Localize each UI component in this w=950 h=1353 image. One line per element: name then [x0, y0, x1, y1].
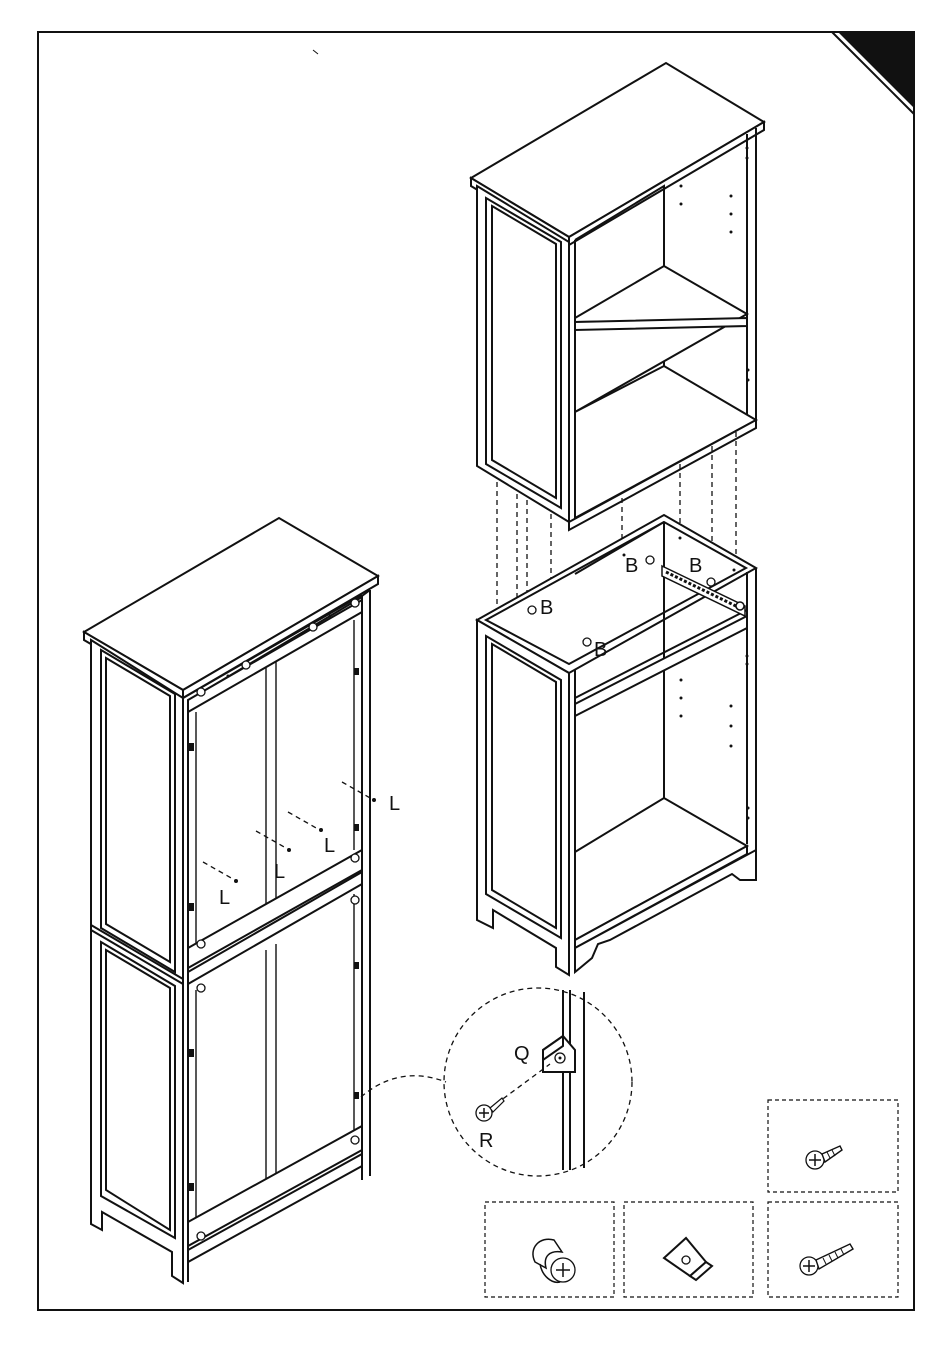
shelf-bracket-icon	[664, 1238, 712, 1280]
hardware-box-screw	[768, 1100, 898, 1192]
stray-mark	[313, 50, 318, 54]
hardware-box-bracket	[624, 1202, 753, 1297]
lower-module: B B B B	[477, 515, 756, 975]
label-q: Q	[514, 1043, 530, 1065]
label-l-2: L	[324, 835, 335, 857]
corner-tab	[832, 32, 914, 114]
label-l-1: L	[389, 793, 400, 815]
screw-icon	[806, 1146, 842, 1169]
label-b-1: B	[540, 597, 553, 619]
label-b-4: B	[689, 555, 702, 577]
long-screw-icon	[800, 1244, 853, 1275]
screw-r-icon	[476, 1098, 504, 1121]
label-l-4: L	[219, 887, 230, 909]
label-l-3: L	[274, 861, 285, 883]
detail-callout: Q R	[361, 988, 632, 1176]
label-r: R	[479, 1130, 493, 1152]
hardware-box-cam-lock	[485, 1202, 614, 1297]
assembled-cabinet: L L L L	[84, 518, 400, 1283]
upper-module	[471, 63, 764, 530]
hardware-box-long-screw	[768, 1202, 898, 1297]
label-b-3: B	[625, 555, 638, 577]
label-b-2: B	[594, 639, 607, 661]
cam-lock-icon	[533, 1239, 575, 1282]
